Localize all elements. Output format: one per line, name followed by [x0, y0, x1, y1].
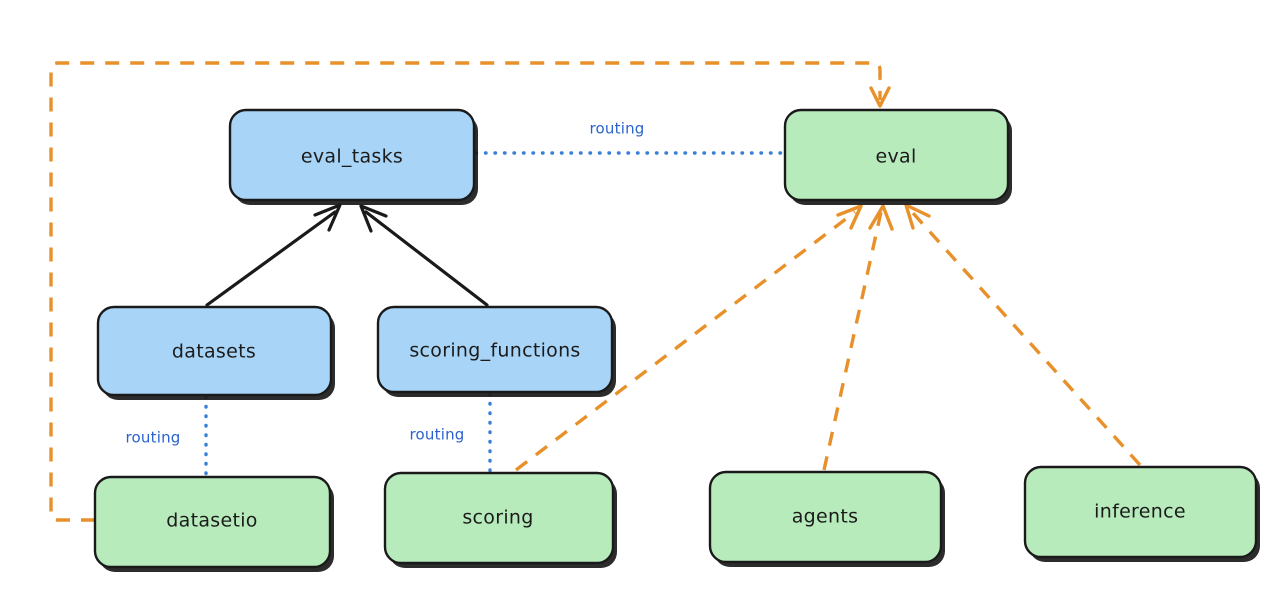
node-datasets[interactable]: datasets — [96, 305, 335, 400]
edge-scoring_functions-eval_tasks-line — [364, 210, 489, 307]
edge-datasets-eval_tasks — [205, 203, 342, 307]
node-inference-label: inference — [1094, 501, 1186, 523]
edge-inference-eval — [904, 203, 1142, 467]
edge-agents-eval — [822, 204, 894, 471]
edge-scoring_functions-eval_tasks-arrowhead — [359, 204, 388, 233]
edge-scoring-eval-arrowhead — [836, 204, 863, 230]
edge-label-routing-eval: routing — [590, 120, 645, 138]
node-scoring-label: scoring — [462, 507, 533, 529]
node-scoring_functions[interactable]: scoring_functions — [376, 305, 616, 397]
edge-label-routing-scoring: routing — [410, 426, 465, 444]
node-eval[interactable]: eval — [783, 108, 1012, 205]
node-datasets-label: datasets — [172, 341, 256, 363]
node-eval_tasks-label: eval_tasks — [301, 146, 403, 168]
edge-datasets-eval_tasks-line — [205, 210, 337, 307]
edge-scoring-eval-line — [514, 210, 857, 472]
edge-inference-eval-line — [910, 210, 1142, 467]
node-scoring_functions-body — [376, 305, 614, 394]
node-inference[interactable]: inference — [1023, 465, 1260, 562]
node-datasetio-body — [93, 475, 332, 569]
node-scoring[interactable]: scoring — [383, 471, 617, 568]
edge-scoring-eval — [514, 204, 863, 472]
node-agents[interactable]: agents — [708, 470, 945, 567]
edge-datasetio-eval-arrowhead — [869, 86, 891, 108]
edge-scoring_functions-eval_tasks — [359, 204, 489, 307]
edge-agents-eval-line — [822, 211, 883, 471]
node-datasets-body — [96, 305, 333, 397]
node-eval_tasks-body — [228, 108, 476, 202]
node-agents-label: agents — [792, 506, 859, 528]
node-scoring_functions-label: scoring_functions — [409, 340, 580, 362]
node-scoring-body — [383, 471, 615, 565]
node-datasetio-label: datasetio — [166, 510, 257, 532]
node-datasetio[interactable]: datasetio — [93, 475, 334, 572]
node-inference-body — [1023, 465, 1258, 559]
node-eval_tasks[interactable]: eval_tasks — [228, 108, 478, 205]
edge-label-routing-datasetio: routing — [126, 429, 181, 447]
node-agents-body — [708, 470, 943, 564]
edge-agents-eval-arrowhead — [868, 204, 894, 231]
node-eval-label: eval — [875, 146, 916, 168]
edge-datasetio-eval — [49, 61, 891, 522]
node-eval-body — [783, 108, 1010, 202]
